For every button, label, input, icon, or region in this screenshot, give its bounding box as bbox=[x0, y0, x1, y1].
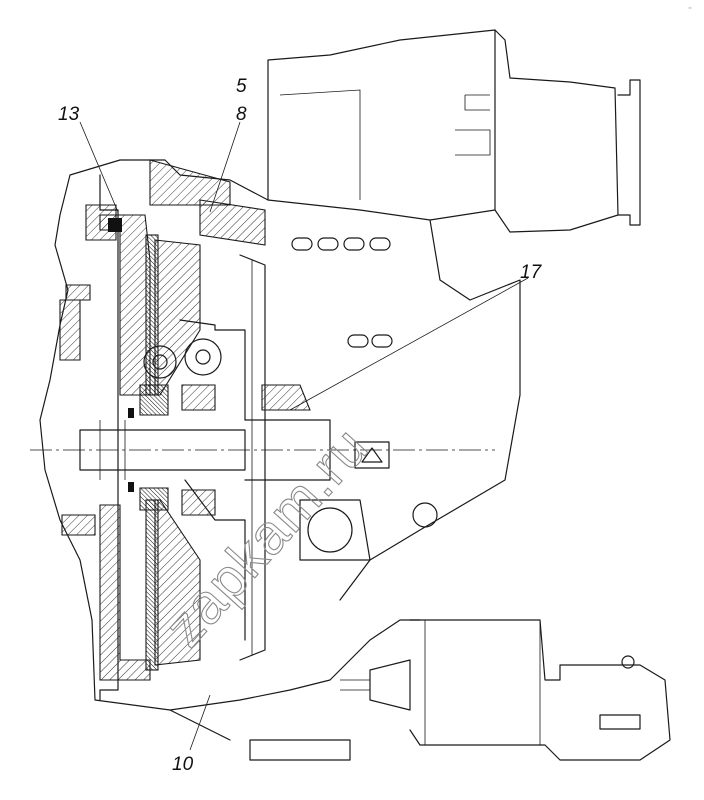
release-bearing bbox=[143, 254, 311, 661]
gearbox-housing bbox=[267, 29, 641, 601]
watermark-text: zapkam.ru bbox=[152, 415, 380, 658]
callout-13: 13 bbox=[58, 104, 80, 125]
callout-17: 17 bbox=[520, 262, 543, 283]
gearbox-ports bbox=[291, 237, 438, 528]
callout-8: 8 bbox=[236, 104, 247, 125]
flywheel-pressure-plate bbox=[99, 214, 201, 681]
clutch-housing bbox=[39, 159, 421, 711]
lower-housing-cylinder bbox=[169, 499, 671, 761]
leader-lines bbox=[79, 121, 529, 751]
corner-mark: ⁻ bbox=[688, 5, 692, 14]
callout-5: 5 bbox=[236, 76, 247, 97]
input-shaft bbox=[30, 408, 495, 492]
callout-10: 10 bbox=[172, 754, 194, 775]
